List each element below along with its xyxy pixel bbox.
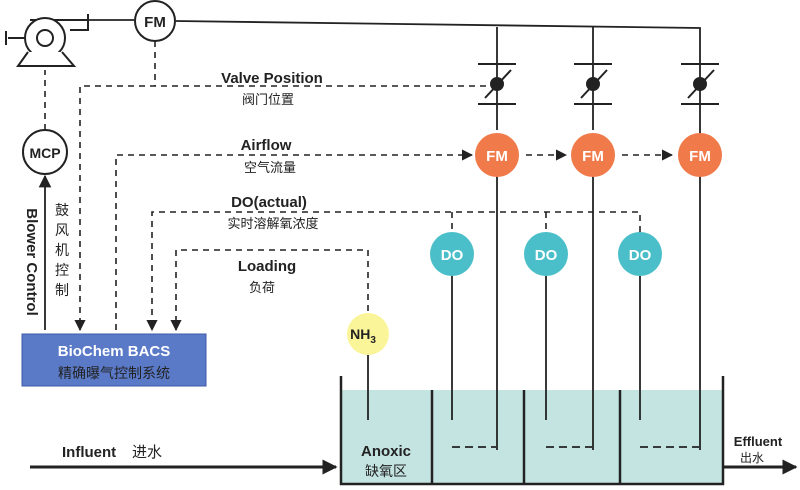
effluent-label: Effluent — [734, 434, 783, 449]
airflow-cn: 空气流量 — [244, 160, 296, 176]
blower-control-cn: 鼓 风 机 控 制 — [55, 203, 69, 299]
valve-position-label: Valve Position — [221, 70, 323, 87]
svg-text:DO: DO — [441, 247, 464, 264]
valve-icons — [478, 63, 719, 105]
svg-text:MCP: MCP — [29, 145, 60, 161]
loading-label: Loading — [238, 258, 296, 275]
svg-text:制: 制 — [55, 283, 69, 299]
svg-text:风: 风 — [55, 223, 69, 239]
flow-meter-2: FM — [571, 133, 615, 177]
svg-text:FM: FM — [486, 148, 508, 165]
anoxic-label: Anoxic — [361, 443, 411, 460]
svg-text:控: 控 — [55, 263, 69, 279]
anoxic-cn: 缺氧区 — [365, 464, 407, 480]
do-sensor-3: DO — [618, 232, 662, 276]
influent-label: Influent — [62, 444, 116, 461]
flow-meter-3: FM — [678, 133, 722, 177]
do-sensor-2: DO — [524, 232, 568, 276]
nh3-sensor: NH3 — [347, 313, 389, 355]
svg-text:鼓: 鼓 — [55, 203, 69, 219]
svg-text:FM: FM — [582, 148, 604, 165]
svg-text:FM: FM — [689, 148, 711, 165]
valve-position-cn: 阀门位置 — [242, 93, 294, 108]
effluent-cn: 出水 — [740, 451, 764, 465]
control-lines — [44, 41, 674, 332]
airflow-label: Airflow — [241, 137, 292, 154]
svg-text:机: 机 — [55, 243, 69, 259]
tank-walls — [339, 376, 725, 486]
sensor-leads — [38, 174, 641, 420]
blower-flow-meter: FM — [134, 0, 176, 42]
tank-water — [341, 390, 723, 483]
flow-meter-1: FM — [475, 133, 519, 177]
do-actual-cn: 实时溶解氧浓度 — [227, 216, 318, 232]
do-actual-label: DO(actual) — [231, 194, 307, 211]
bacs-controller: BioChem BACS 精确曝气控制系统 — [21, 333, 207, 387]
svg-text:FM: FM — [144, 14, 166, 31]
svg-text:BioChem BACS: BioChem BACS — [58, 343, 171, 360]
loading-cn: 负荷 — [249, 281, 275, 296]
svg-text:精确曝气控制系统: 精确曝气控制系统 — [58, 366, 170, 382]
air-header — [88, 19, 701, 140]
svg-text:NH3: NH3 — [350, 326, 376, 346]
blower-icon — [5, 14, 89, 67]
influent-cn: 进水 — [132, 443, 162, 461]
svg-text:DO: DO — [629, 247, 652, 264]
blower-control-label: Blower Control — [23, 208, 40, 316]
do-sensor-1: DO — [430, 232, 474, 276]
diffuser-pipes — [496, 176, 701, 450]
svg-text:DO: DO — [535, 247, 558, 264]
mcp-node: MCP — [22, 129, 68, 175]
